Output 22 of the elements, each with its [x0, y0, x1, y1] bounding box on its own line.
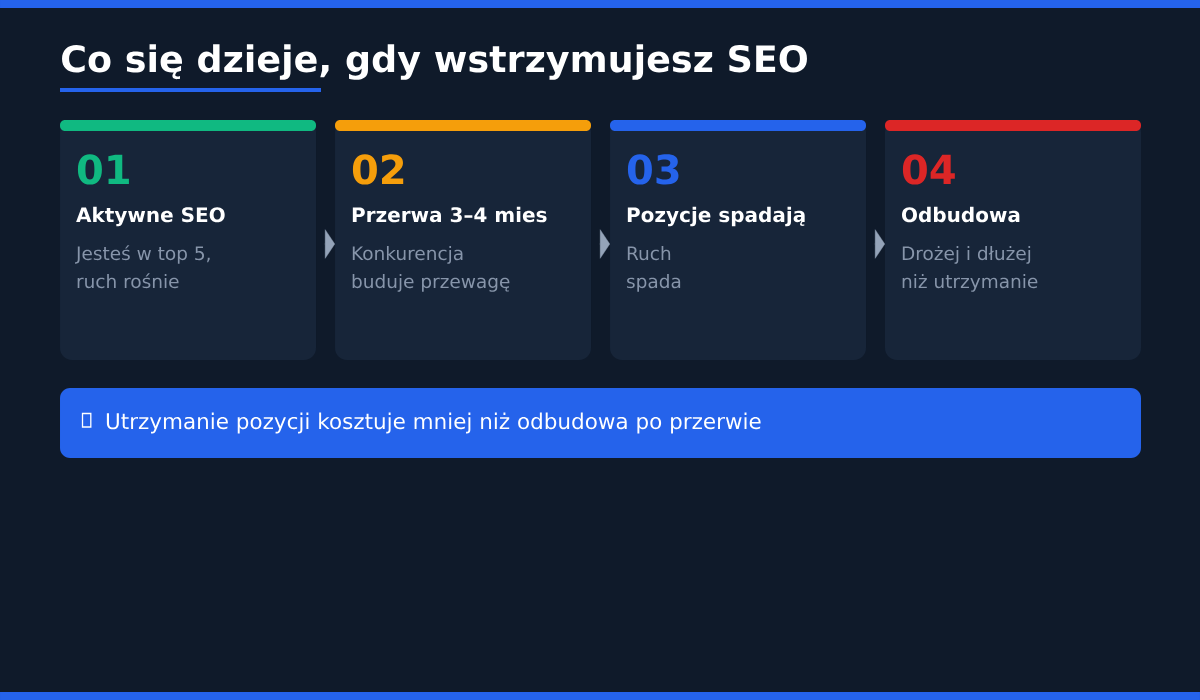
- step-number: 02: [352, 154, 404, 185]
- step-card: [335, 120, 591, 360]
- title: Co się dzieje, gdy wstrzymujesz SEO: [62, 44, 807, 80]
- step-description: Jesteś w top 5, ruch rośnie: [75, 245, 210, 289]
- step-description: Ruch spada: [627, 245, 681, 292]
- step-card: [60, 120, 316, 360]
- step-title: Przerwa 3–4 mies: [352, 206, 547, 223]
- step-title: Pozycje spadają: [627, 206, 805, 227]
- step-number: 04: [902, 154, 955, 185]
- step-description: Drożej i dłużej niż utrzymanie: [902, 245, 1038, 292]
- arrow: [874, 229, 885, 259]
- step-card: [610, 120, 866, 360]
- arrow: [599, 229, 610, 259]
- step-number: 03: [627, 154, 679, 185]
- step-description: Konkurencja buduje przewagę: [352, 245, 510, 292]
- note-text: Utrzymanie pozycji kosztuje mniej niż odbudowa po przerwie: [106, 412, 761, 434]
- note-banner: [60, 388, 1141, 458]
- step-card: [885, 120, 1141, 360]
- arrow: [324, 229, 335, 259]
- step-title: Odbudowa: [902, 206, 1020, 223]
- step-number: 01: [77, 154, 129, 185]
- step-title: Aktywne SEO: [76, 206, 225, 227]
